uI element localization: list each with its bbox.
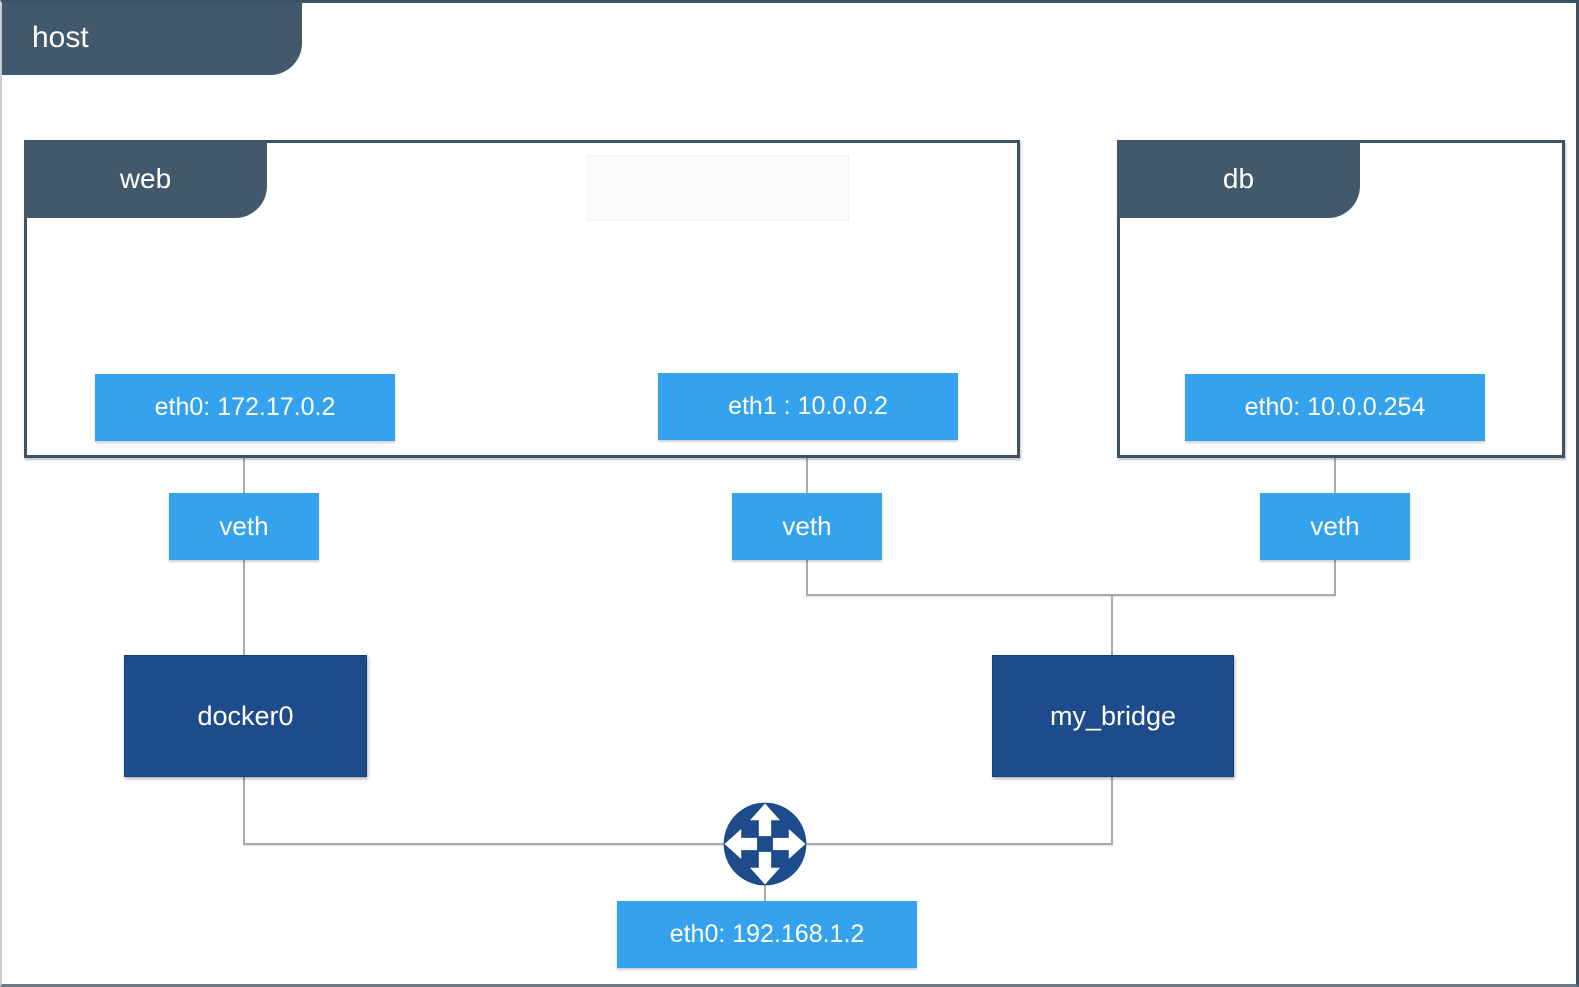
web-eth0-chip: eth0: 172.17.0.2 xyxy=(95,374,395,441)
connector-line xyxy=(1334,559,1336,596)
connector-line xyxy=(243,775,245,845)
my-bridge-label: my_bridge xyxy=(1049,700,1177,731)
web-eth1-chip: eth1 : 10.0.0.2 xyxy=(658,373,958,440)
docker0-bridge-box: docker0 xyxy=(124,655,367,777)
veth-chip-right: veth xyxy=(1260,493,1410,560)
host-label: host xyxy=(32,20,89,54)
web-tab: web xyxy=(24,140,267,218)
connector-line xyxy=(243,843,1113,845)
db-eth0-chip: eth0: 10.0.0.254 xyxy=(1185,374,1485,441)
veth-label: veth xyxy=(219,511,269,541)
connector-line xyxy=(1111,594,1113,657)
host-eth0-label: eth0: 192.168.1.2 xyxy=(669,920,865,948)
connector-line xyxy=(806,594,1336,596)
veth-label: veth xyxy=(782,511,832,541)
connector-line xyxy=(1334,441,1336,495)
web-label: web xyxy=(119,163,172,194)
connector-line xyxy=(243,559,245,657)
web-eth0-label: eth0: 172.17.0.2 xyxy=(154,393,336,421)
veth-label: veth xyxy=(1310,511,1360,541)
connector-line xyxy=(1111,775,1113,845)
host-eth0-chip: eth0: 192.168.1.2 xyxy=(617,901,917,968)
connector-line xyxy=(806,439,808,495)
db-label: db xyxy=(1222,163,1255,194)
web-eth1-label: eth1 : 10.0.0.2 xyxy=(728,392,888,420)
connector-line xyxy=(806,559,808,596)
my-bridge-box: my_bridge xyxy=(992,655,1234,777)
docker0-label: docker0 xyxy=(197,700,294,731)
veth-chip-middle: veth xyxy=(732,493,882,560)
db-eth0-label: eth0: 10.0.0.254 xyxy=(1244,393,1426,421)
artifact-patch xyxy=(587,155,849,221)
router-icon xyxy=(721,800,809,888)
connector-line xyxy=(243,441,245,495)
db-tab: db xyxy=(1117,140,1360,218)
veth-chip-left: veth xyxy=(169,493,319,560)
host-tab: host xyxy=(2,3,302,75)
